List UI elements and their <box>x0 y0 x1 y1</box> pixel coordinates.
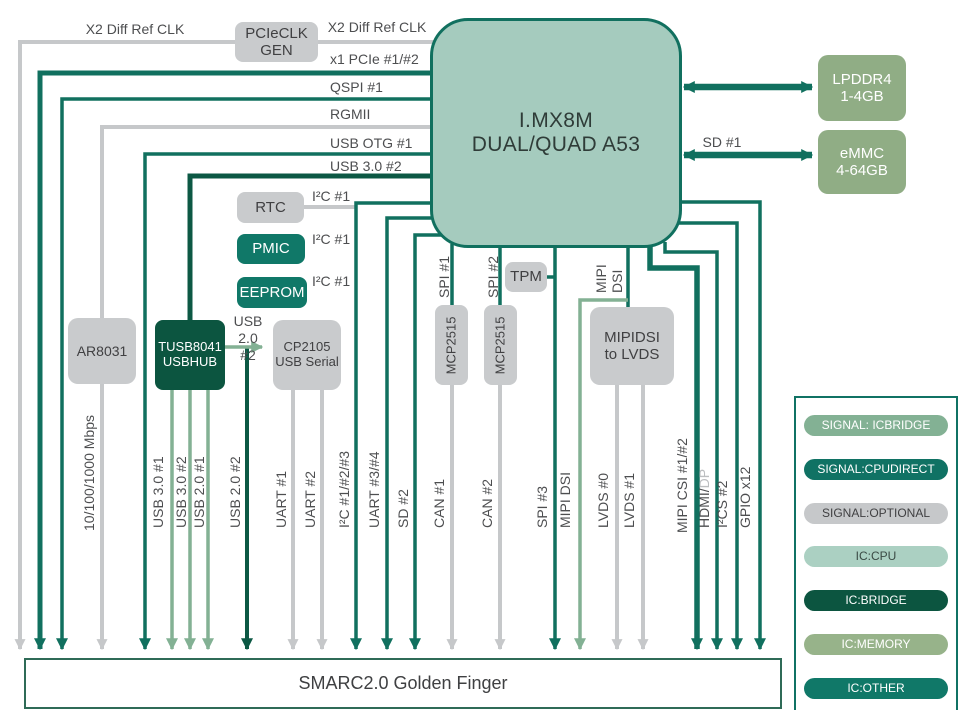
legend-pill: SIGNAL:OPTIONAL <box>804 502 948 524</box>
usb20-2-edge-label: USB 2.0 #2 <box>227 456 243 528</box>
uart34-edge-label: UART #3/#4 <box>366 451 382 528</box>
i2c-rtc-bus-label: I²C #1 <box>312 188 351 204</box>
i2c-edge-label: I²C #1/#2/#3 <box>336 450 352 528</box>
smarc-golden-finger: SMARC2.0 Golden Finger <box>24 658 782 709</box>
sd2-edge-label: SD #2 <box>395 489 411 528</box>
emmc-block: eMMC 4-64GB <box>818 130 906 194</box>
legend-pill: SIGNAL:CPUDIRECT <box>804 459 948 481</box>
uart2-edge-label: UART #2 <box>302 470 318 528</box>
pcie-label: x1 PCIe #1/#2 <box>330 51 419 67</box>
usb20-1-edge-label: USB 2.0 #1 <box>191 456 207 528</box>
usb-otg-label: USB OTG #1 <box>330 135 413 151</box>
mipi-csi-edge-label: MIPI CSI #1/#2 <box>674 438 690 533</box>
legend-pill: IC:CPU <box>804 546 948 568</box>
x2-diff-ref-clk-left-label: X2 Diff Ref CLK <box>85 21 185 37</box>
i2c-pmic-bus-label: I²C #1 <box>312 231 351 247</box>
lpddr4-block: LPDDR4 1-4GB <box>818 55 906 121</box>
pcie-clock-gen-block: PCIeCLK GEN <box>235 22 318 62</box>
mipi-dsi-input-label-line1: MIPI <box>593 264 609 293</box>
gpio-edge-label: GPIO x12 <box>737 466 753 528</box>
hdmi-dp-edge-label: HDMI/DP <box>696 469 712 528</box>
pmic-block: PMIC <box>237 234 305 264</box>
ethernet-phy-block: AR8031 <box>68 318 136 384</box>
usb20-2-bridge-label: USB 2.0 #2 <box>233 313 263 363</box>
dsi-lvds-bridge-block: MIPIDSI to LVDS <box>590 307 674 385</box>
usb-serial-block: CP2105 USB Serial <box>273 320 341 390</box>
legend-pill: IC:OTHER <box>804 677 948 699</box>
i2cs2-edge-label: I²CS #2 <box>714 480 730 528</box>
legend-pill: SIGNAL: ICBRIDGE <box>804 415 948 437</box>
cpu-block: I.MX8M DUAL/QUAD A53 <box>430 18 682 248</box>
legend-pill: IC:MEMORY <box>804 633 948 655</box>
rgmii-label: RGMII <box>330 106 371 122</box>
usb30-2-label: USB 3.0 #2 <box>330 158 402 174</box>
legend-panel: SIGNAL: ICBRIDGE SIGNAL:CPUDIRECT SIGNAL… <box>794 396 958 710</box>
rtc-block: RTC <box>237 192 304 223</box>
usb30-2-edge-label: USB 3.0 #2 <box>173 456 189 528</box>
spi1-label: SPI #1 <box>436 255 452 298</box>
can-controller-2-block: MCP2515 <box>484 305 517 385</box>
usb-hub-block: TUSB8041 USBHUB <box>155 320 225 390</box>
lvds0-edge-label: LVDS #0 <box>595 473 611 528</box>
ethernet-speed-label: 10/100/1000 Mbps <box>81 415 97 531</box>
can-controller-1-block: MCP2515 <box>435 305 468 385</box>
i2c-eeprom-bus-label: I²C #1 <box>312 273 351 289</box>
can2-edge-label: CAN #2 <box>479 478 495 528</box>
legend-pill: IC:BRIDGE <box>804 590 948 612</box>
lvds1-edge-label: LVDS #1 <box>621 473 637 528</box>
can-controller-1-label: MCP2515 <box>443 316 459 374</box>
qspi-label: QSPI #1 <box>330 79 383 95</box>
mipi-dsi-edge-label: MIPI DSI <box>557 471 573 528</box>
usb30-1-edge-label: USB 3.0 #1 <box>150 456 166 528</box>
sd1-bus-label: SD #1 <box>702 134 742 150</box>
spi2-label: SPI #2 <box>485 255 501 298</box>
can-controller-2-label: MCP2515 <box>492 316 508 374</box>
uart1-edge-label: UART #1 <box>273 470 289 528</box>
tpm-block: TPM <box>505 262 547 292</box>
x2-diff-ref-clk-right-label: X2 Diff Ref CLK <box>327 19 427 35</box>
can1-edge-label: CAN #1 <box>431 478 447 528</box>
hdmi-label-optional: DP <box>696 468 712 489</box>
spi3-edge-label: SPI #3 <box>534 485 550 528</box>
eeprom-block: EEPROM <box>237 277 307 308</box>
golden-finger-label: SMARC2.0 Golden Finger <box>298 673 508 693</box>
hdmi-label-main: HDMI/ <box>696 488 712 528</box>
mipi-dsi-input-label-line2: DSI <box>609 269 625 293</box>
